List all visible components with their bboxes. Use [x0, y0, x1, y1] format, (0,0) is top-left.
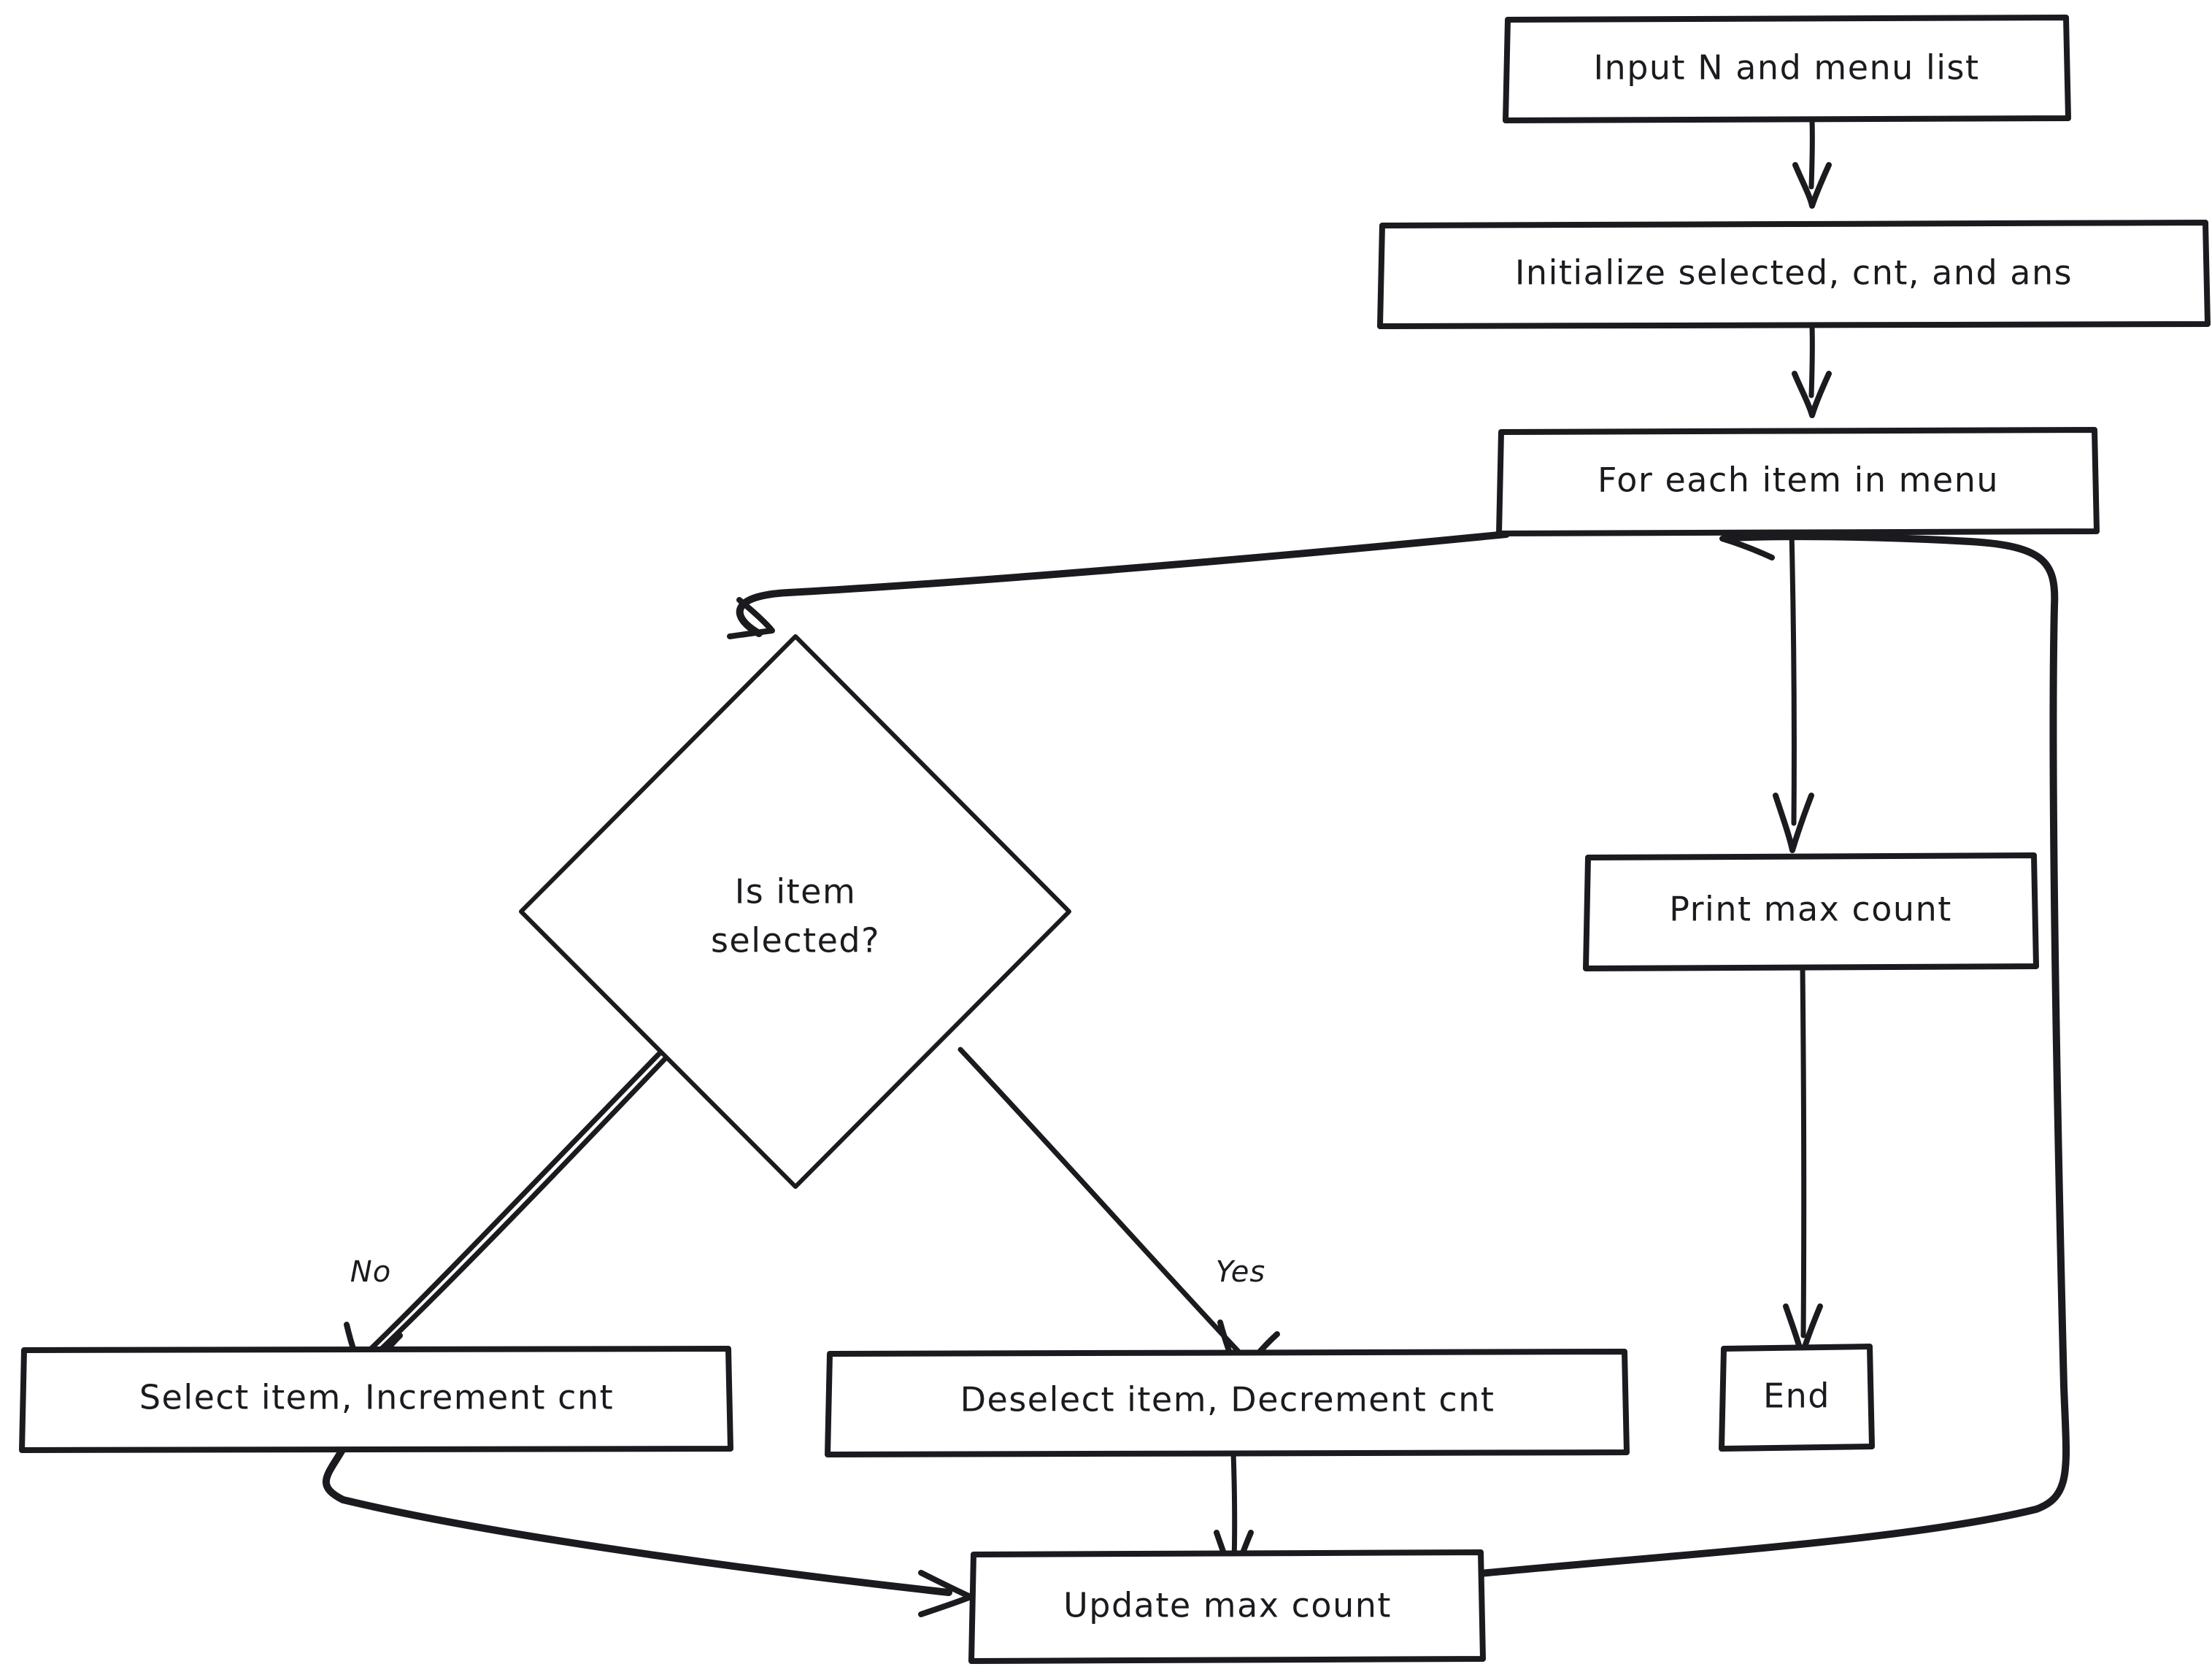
edge-label-no: No — [350, 1255, 391, 1289]
node-end-label: End — [1763, 1376, 1830, 1416]
node-print[interactable]: Print max count — [1583, 852, 2039, 971]
node-select[interactable]: Select item, Increment cnt — [19, 1346, 733, 1453]
node-select-label: Select item, Increment cnt — [139, 1378, 614, 1417]
node-loop[interactable]: For each item in menu — [1496, 427, 2100, 536]
node-input-label: Input N and menu list — [1593, 48, 1979, 88]
node-init[interactable]: Initialize selected, cnt, and ans — [1377, 220, 2211, 329]
node-update-label: Update max count — [1063, 1586, 1392, 1625]
edge-loop-to-print — [1773, 528, 1814, 853]
node-init-label: Initialize selected, cnt, and ans — [1515, 253, 2073, 293]
node-input[interactable]: Input N and menu list — [0, 0, 2071, 123]
node-update[interactable]: Update max count — [968, 1549, 1486, 1664]
edge-input-to-init — [1792, 118, 1832, 209]
node-decision-label-line1: Is item — [735, 872, 857, 912]
edge-init-to-loop — [1792, 324, 1832, 418]
node-print-label: Print max count — [1669, 890, 1952, 929]
edge-decision-to-select — [344, 1049, 668, 1382]
node-decision[interactable]: Is item selected? — [519, 634, 1071, 1189]
edge-decision-to-deselect — [957, 1047, 1280, 1381]
edge-label-yes: Yes — [1216, 1255, 1266, 1289]
edge-print-to-end — [1783, 964, 1823, 1359]
edge-select-to-update — [323, 1445, 974, 1617]
node-deselect-label: Deselect item, Decrement cnt — [960, 1380, 1495, 1419]
node-loop-label: For each item in menu — [1598, 461, 1999, 500]
node-decision-label-line2: selected? — [711, 921, 880, 960]
node-end[interactable]: End — [1719, 1344, 1875, 1452]
edge-loop-to-decision — [727, 531, 1510, 639]
node-deselect[interactable]: Deselect item, Decrement cnt — [825, 1349, 1630, 1457]
